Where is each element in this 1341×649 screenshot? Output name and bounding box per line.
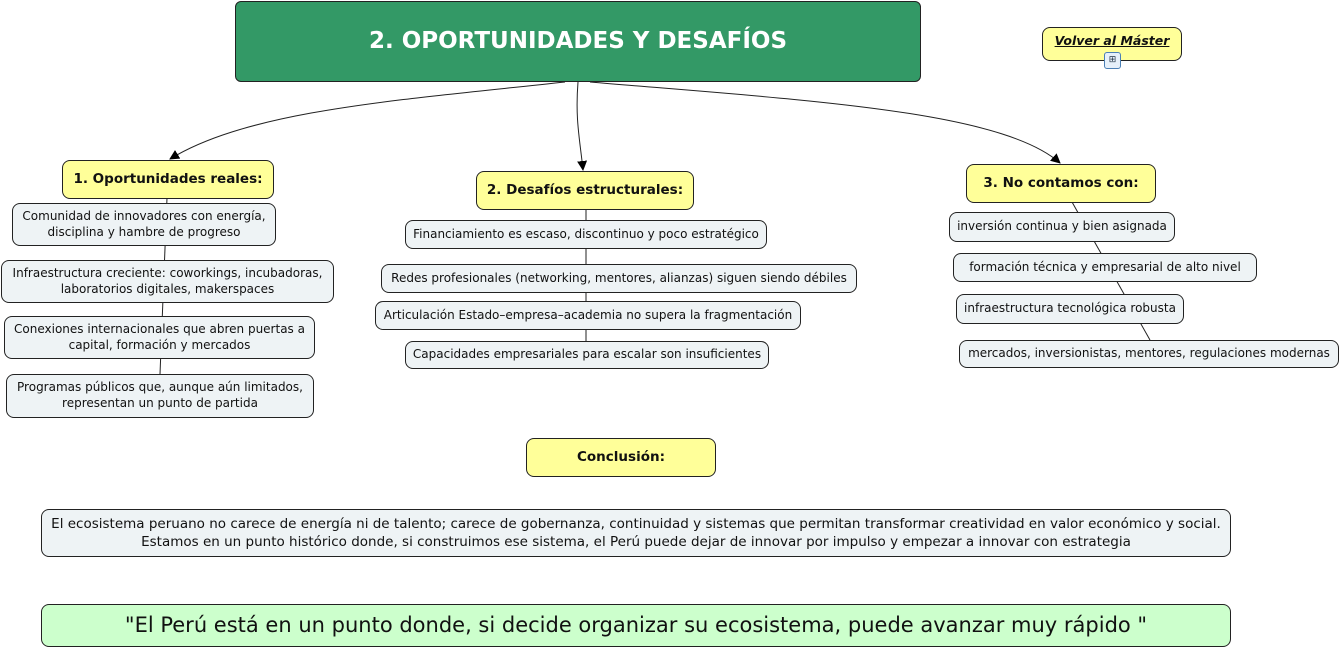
no-contamos-item: infraestructura tecnológica robusta [956, 294, 1184, 324]
desafios-node: 2. Desafíos estructurales: [476, 171, 694, 210]
page-title: 2. OPORTUNIDADES Y DESAFÍOS [235, 1, 921, 82]
oportunidades-node: 1. Oportunidades reales: [62, 160, 274, 199]
oportunidad-item: Infraestructura creciente: coworkings, i… [1, 260, 334, 303]
conclusion-text: El ecosistema peruano no carece de energ… [41, 509, 1231, 557]
no-contamos-node: 3. No contamos con: [966, 164, 1156, 203]
oportunidad-item: Conexiones internacionales que abren pue… [4, 316, 315, 359]
no-contamos-item: mercados, inversionistas, mentores, regu… [959, 340, 1339, 368]
desafio-item: Financiamiento es escaso, discontinuo y … [405, 220, 767, 249]
desafio-item: Redes profesionales (networking, mentore… [381, 264, 857, 293]
conclusion-node: Conclusión: [526, 438, 716, 477]
oportunidad-item: Comunidad de innovadores con energía, di… [12, 203, 276, 246]
concept-map-icon[interactable]: ⊞ [1104, 52, 1121, 69]
no-contamos-item: inversión continua y bien asignada [949, 212, 1175, 242]
quote-node: "El Perú está en un punto donde, si deci… [41, 604, 1231, 647]
desafio-item: Capacidades empresariales para escalar s… [405, 341, 769, 369]
desafio-item: Articulación Estado–empresa–academia no … [375, 301, 801, 330]
no-contamos-item: formación técnica y empresarial de alto … [953, 253, 1257, 282]
oportunidad-item: Programas públicos que, aunque aún limit… [6, 374, 314, 418]
